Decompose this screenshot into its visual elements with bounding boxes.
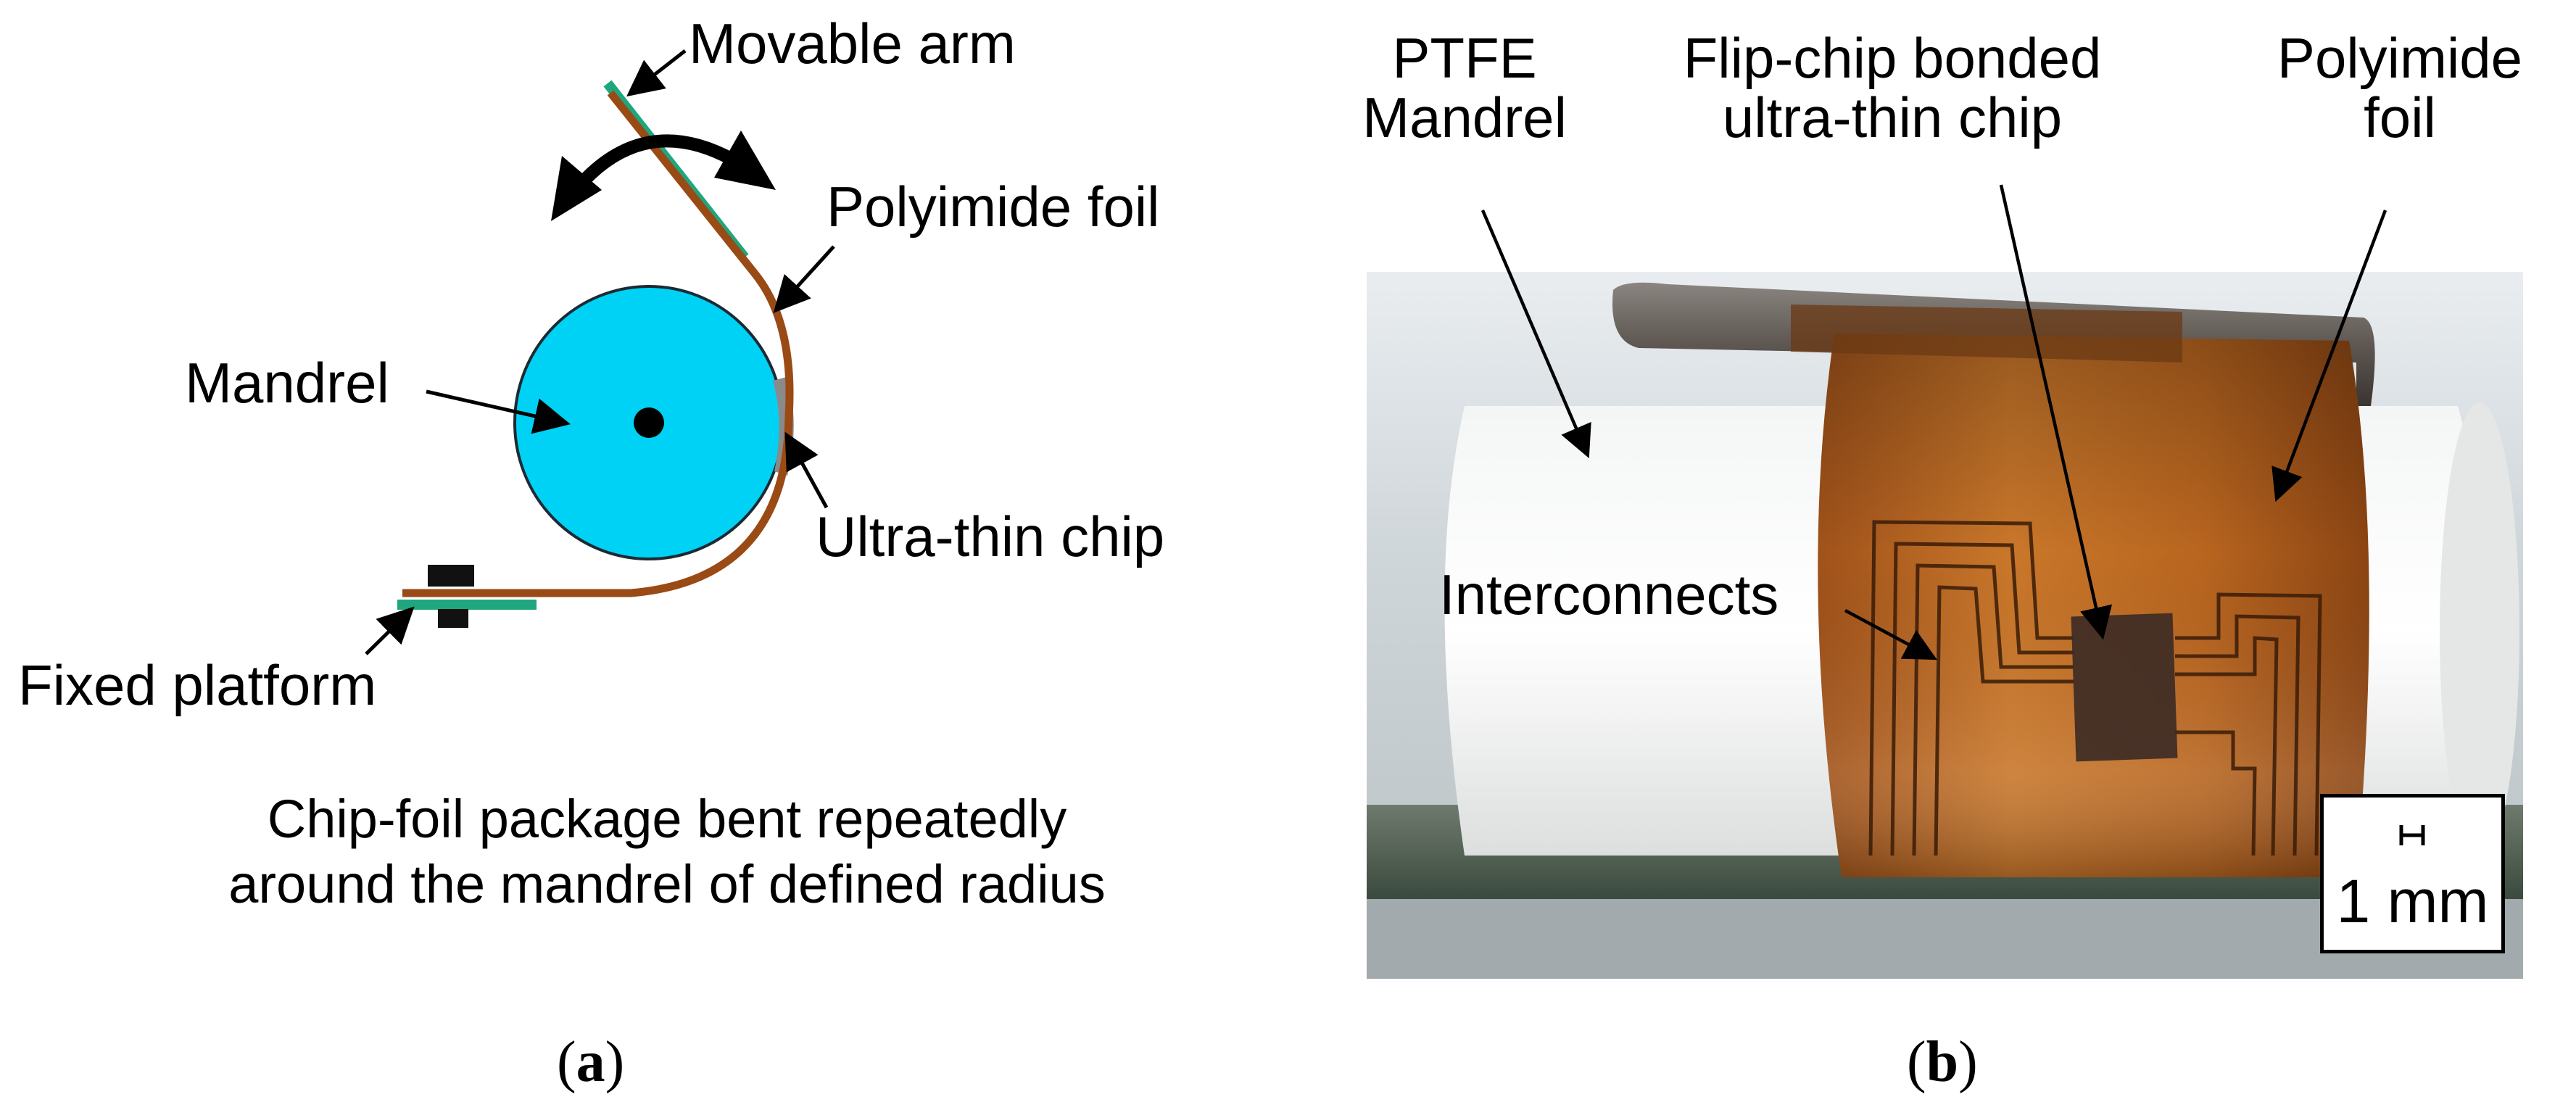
label-ptfe-line2: Mandrel <box>1362 85 1567 149</box>
pointer-interconnects <box>1844 609 1937 660</box>
pointer-flip-chip <box>1999 184 2113 640</box>
interconnect-traces <box>1868 520 2322 856</box>
panel-a-schematic <box>365 49 835 655</box>
bending-motion-arrow <box>575 134 736 190</box>
subfigure-letter-b: b <box>1926 1030 1959 1094</box>
fixed-platform-clamp-bottom <box>438 609 468 628</box>
pointer-mandrel <box>426 389 571 434</box>
label-flip-chip-line1: Flip-chip bonded <box>1683 26 2102 90</box>
polyimide-foil-shade <box>1818 334 2369 877</box>
scale-bar-box: 1 mm <box>2320 794 2505 953</box>
label-polyimide-line1: Polyimide <box>2277 26 2523 90</box>
pointer-movable-arm <box>626 49 687 97</box>
scale-bar-text: 1 mm <box>2336 867 2489 935</box>
bending-arrowhead-left <box>551 156 602 221</box>
flip-chip-die <box>2071 613 2178 762</box>
panel-a-caption: Chip-foil package bent repeatedly around… <box>152 787 1182 918</box>
label-movable-arm: Movable arm <box>689 12 1016 75</box>
ptfe-cylinder-end <box>2440 402 2519 859</box>
pointer-ptfe-mandrel <box>1480 210 1591 459</box>
label-polyimide-foil-b: Polyimide foil <box>2269 26 2530 149</box>
subfigure-letter-a: a <box>576 1030 605 1094</box>
foil-under-clamp <box>1791 305 2182 363</box>
pointer-fixed-platform <box>365 606 415 655</box>
panel-a-caption-line2: around the mandrel of defined radius <box>228 854 1106 915</box>
subfigure-label-b: (b) <box>1907 1030 1978 1094</box>
label-interconnects: Interconnects <box>1439 563 1779 626</box>
label-ptfe-mandrel: PTFE Mandrel <box>1349 26 1581 149</box>
label-ptfe-line1: PTFE <box>1392 26 1537 90</box>
label-flip-chip: Flip-chip bonded ultra-thin chip <box>1639 26 2146 149</box>
pointer-polyimide-b <box>2271 210 2387 502</box>
label-polyimide-line2: foil <box>2364 85 2436 149</box>
panel-a-caption-line1: Chip-foil package bent repeatedly <box>267 789 1067 849</box>
bending-arrowhead-right <box>714 131 776 190</box>
label-fixed-platform: Fixed platform <box>18 653 377 717</box>
label-flip-chip-line2: ultra-thin chip <box>1722 85 2063 149</box>
label-ultra-thin-chip: Ultra-thin chip <box>816 505 1165 568</box>
label-polyimide-foil-a: Polyimide foil <box>827 175 1160 239</box>
pointer-ultra-thin-chip <box>784 431 829 509</box>
subfigure-label-a: (a) <box>557 1030 625 1094</box>
label-mandrel-a: Mandrel <box>185 351 389 415</box>
scale-bar-icon <box>2399 825 2425 845</box>
pointer-polyimide-foil <box>773 245 835 313</box>
fixed-platform-clamp-top <box>428 565 474 587</box>
mandrel-axle <box>634 407 664 438</box>
